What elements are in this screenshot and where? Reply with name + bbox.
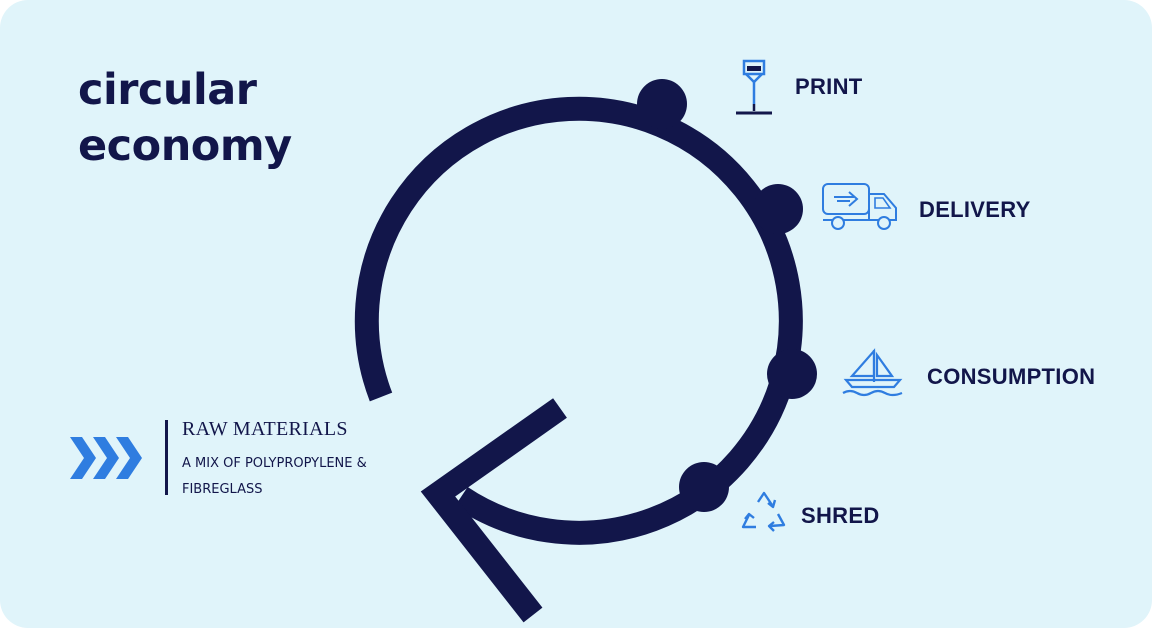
stage-dot-shred xyxy=(679,462,729,512)
stage-dot-print xyxy=(637,79,687,129)
stage-label-delivery: DELIVERY xyxy=(919,197,1031,222)
triple-chevron-right-icon xyxy=(70,437,142,479)
diagram-title: circular economy xyxy=(78,62,292,174)
stage-label-print: PRINT xyxy=(795,74,863,99)
stage-label-consumption: CONSUMPTION xyxy=(927,364,1096,389)
title-line-2: economy xyxy=(78,121,292,171)
raw-materials-description: A MIX OF POLYPROPYLENE & FIBREGLASS xyxy=(182,456,367,497)
print-nozzle-icon xyxy=(736,59,772,115)
cycle-arc xyxy=(354,96,803,545)
cycle-arrowhead xyxy=(420,398,567,623)
stage-dot-consumption xyxy=(767,349,817,399)
raw-materials-divider xyxy=(165,420,168,495)
raw-materials-title: RAW MATERIALS xyxy=(182,418,348,440)
stage-dot-delivery xyxy=(753,184,803,234)
recycle-icon xyxy=(741,491,786,532)
stage-label-shred: SHRED xyxy=(801,503,880,528)
title-line-1: circular xyxy=(78,65,257,115)
delivery-truck-icon xyxy=(822,183,897,230)
sailboat-icon xyxy=(842,348,903,397)
